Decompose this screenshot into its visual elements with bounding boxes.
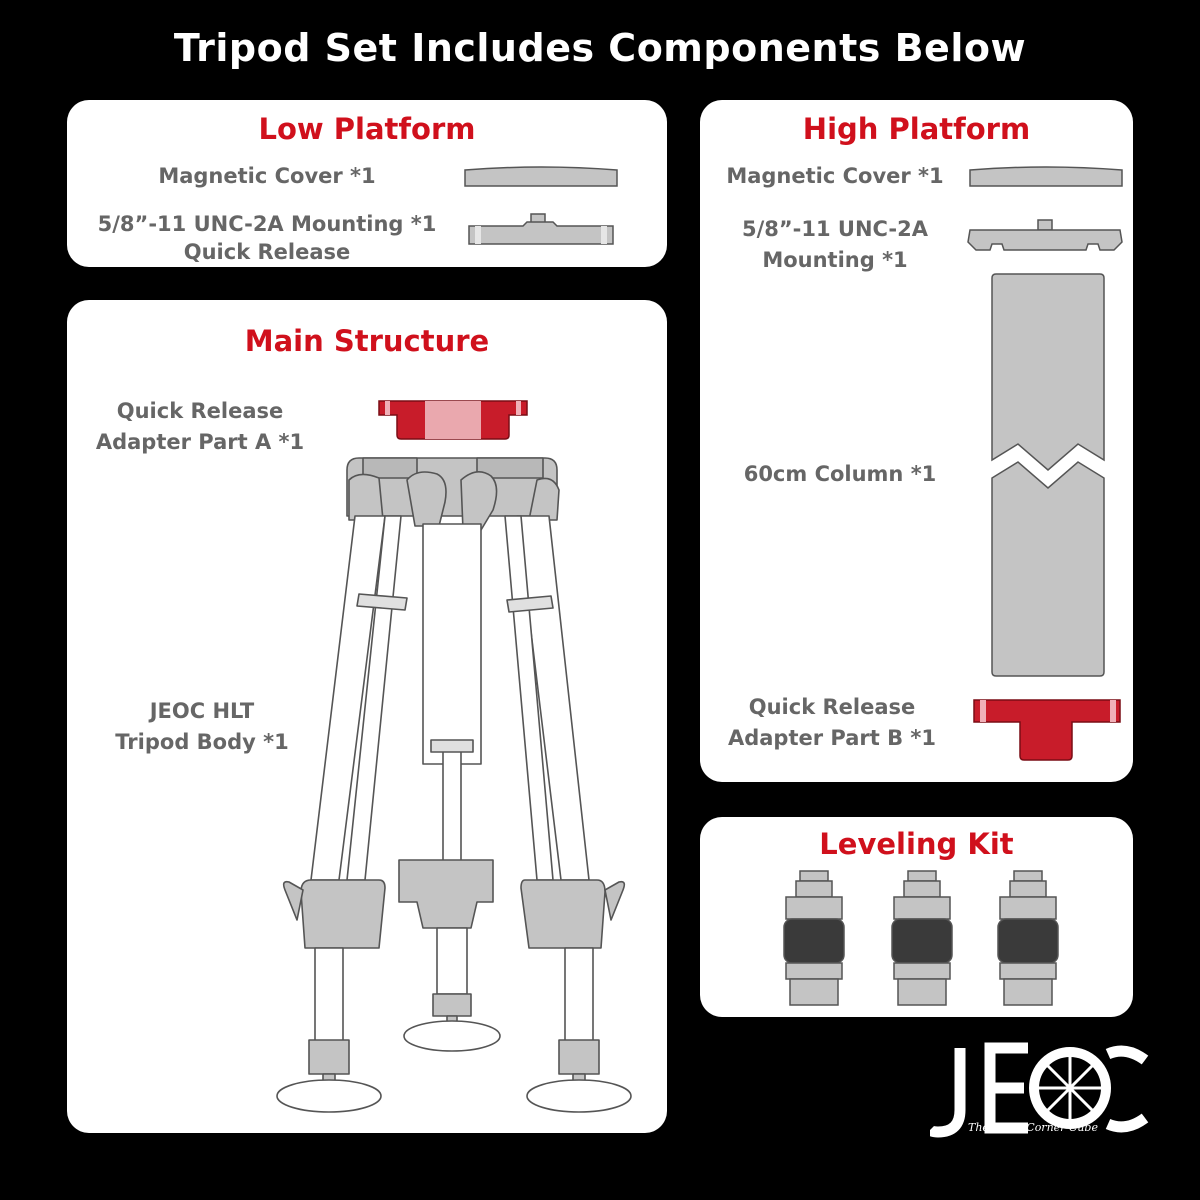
leveling-kit-card: Leveling Kit	[700, 817, 1133, 1017]
high-mounting-label-line2: Mounting *1	[762, 248, 908, 272]
column-part	[991, 273, 1105, 677]
adapter-a-part	[378, 400, 528, 440]
low-mounting-label: 5/8”-11 UNC-2A Mounting *1 Quick Release	[87, 210, 447, 266]
low-platform-card: Low Platform Magnetic Cover *1 5/8”-11 U…	[67, 100, 667, 267]
high-platform-title: High Platform	[802, 112, 1031, 146]
adapter-b-label: Quick Release Adapter Part B *1	[708, 692, 956, 754]
leveling-screw-1	[783, 870, 845, 1006]
low-mounting-part	[468, 213, 614, 245]
high-mounting-label: 5/8”-11 UNC-2A Mounting *1	[710, 214, 960, 276]
tripod-body-label-line1: JEOC HLT	[149, 699, 255, 723]
adapter-a-label-line2: Adapter Part A *1	[95, 430, 305, 454]
page-title: Tripod Set Includes Components Below	[173, 26, 1027, 70]
leveling-screw-2	[891, 870, 953, 1006]
leveling-kit-title: Leveling Kit	[819, 827, 1014, 861]
jeoc-logo	[930, 1042, 1149, 1138]
main-structure-card: Main Structure Quick Release Adapter Par…	[67, 300, 667, 1133]
low-magnetic-cover-part	[464, 166, 618, 187]
low-magnetic-cover-label: Magnetic Cover *1	[158, 164, 376, 188]
high-mounting-label-line1: 5/8”-11 UNC-2A	[741, 217, 929, 241]
high-magnetic-cover-label: Magnetic Cover *1	[726, 164, 944, 188]
high-magnetic-cover-part	[969, 166, 1123, 187]
main-structure-title: Main Structure	[244, 324, 490, 358]
low-mounting-label-line1: 5/8”-11 UNC-2A Mounting *1	[97, 212, 437, 236]
tripod-body-label: JEOC HLT Tripod Body *1	[97, 696, 307, 758]
adapter-b-part	[973, 699, 1121, 761]
adapter-b-label-line2: Adapter Part B *1	[727, 726, 937, 750]
high-platform-card: High Platform Magnetic Cover *1 5/8”-11 …	[700, 100, 1133, 782]
leveling-screw-3	[997, 870, 1059, 1006]
adapter-a-label-line1: Quick Release	[116, 399, 284, 423]
low-platform-title: Low Platform	[258, 112, 476, 146]
high-mounting-part	[967, 219, 1123, 251]
adapter-b-label-line1: Quick Release	[748, 695, 916, 719]
adapter-a-label: Quick Release Adapter Part A *1	[77, 396, 323, 458]
tripod-body-part	[276, 457, 632, 1113]
column-label: 60cm Column *1	[743, 462, 937, 486]
tripod-body-label-line2: Tripod Body *1	[115, 730, 289, 754]
low-mounting-label-line2: Quick Release	[183, 240, 351, 264]
logo-tagline: The Right Corner Cube	[968, 1121, 1098, 1134]
